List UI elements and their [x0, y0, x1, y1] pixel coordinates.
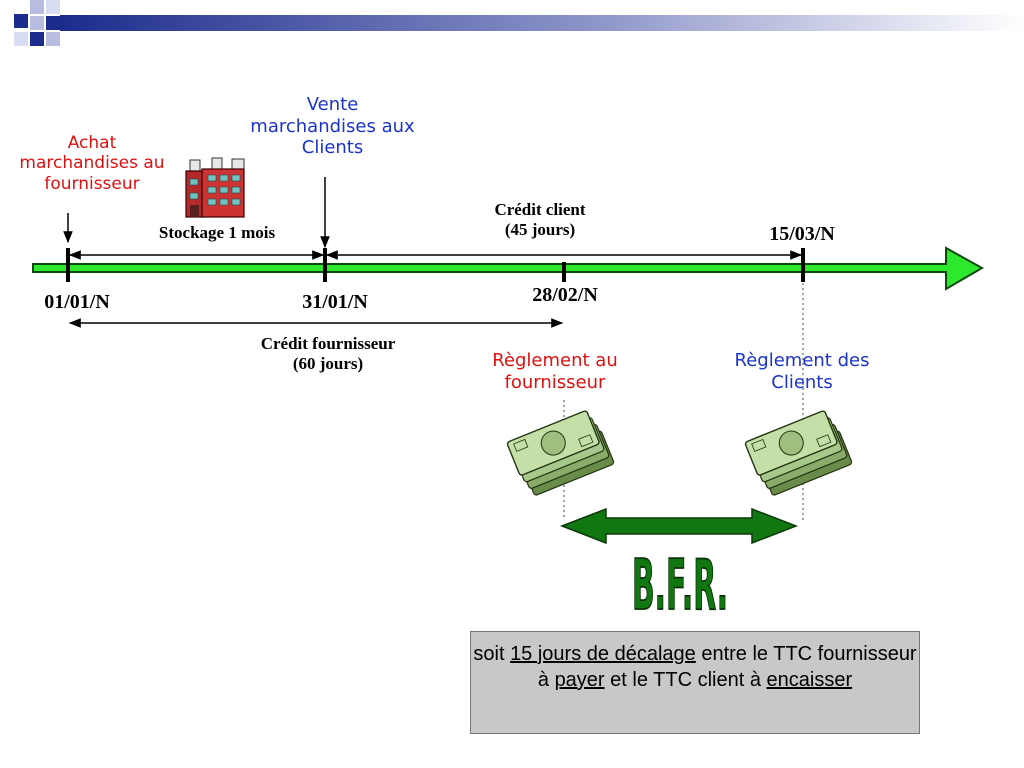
- header-gradient-bar: [60, 15, 1024, 31]
- summary-underline-encaisser: encaisser: [766, 669, 853, 691]
- reglement-fournisseur-label: Règlement au fournisseur: [492, 350, 618, 393]
- reglement-clients-label: Règlement des Clients: [734, 350, 870, 393]
- bfr-double-arrow: [559, 507, 799, 545]
- summary-text-1: soit: [473, 643, 511, 665]
- summary-box: soit 15 jours de décalage entre le TTC f…: [470, 631, 920, 734]
- summary-underline-payer: payer: [554, 669, 605, 691]
- summary-text-2: entre le TTC fournisseur à: [537, 643, 917, 691]
- date-01-01: 01/01/N: [44, 291, 110, 313]
- credit-fournisseur-label: Crédit fournisseur (60 jours): [260, 334, 396, 374]
- money-stack-icon: [506, 410, 615, 496]
- factory-icon: [185, 157, 245, 218]
- summary-text-3: et le TTC client à: [604, 669, 767, 691]
- stockage-label: Stockage 1 mois: [158, 223, 276, 242]
- timeline-arrow: [32, 246, 985, 291]
- header-decoration: [14, 0, 1024, 46]
- date-15-03: 15/03/N: [769, 223, 835, 245]
- bfr-title: B.F.R.: [632, 544, 728, 626]
- achat-label: Achat marchandises au fournisseur: [19, 133, 165, 194]
- date-28-02: 28/02/N: [532, 284, 598, 306]
- vente-label: Vente marchandises aux Clients: [250, 94, 415, 159]
- summary-underline-decalage: 15 jours de décalage: [510, 643, 696, 665]
- money-stack-icon: [744, 410, 853, 496]
- credit-client-label: Crédit client (45 jours): [494, 200, 586, 240]
- date-31-01: 31/01/N: [302, 291, 368, 313]
